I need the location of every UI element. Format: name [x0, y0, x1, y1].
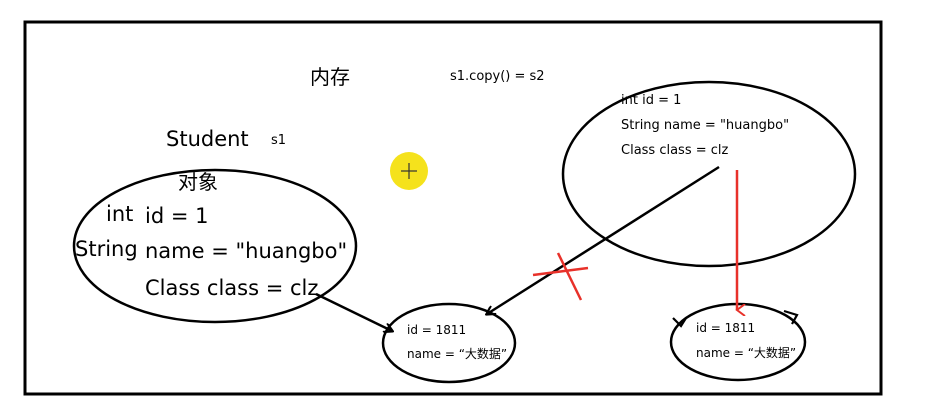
s1-field1-type: int: [106, 202, 134, 226]
s1-kind-label: 对象: [178, 170, 218, 194]
memory-title: 内存: [310, 65, 350, 89]
s2-clz-reference-arrow: [487, 165, 720, 314]
s1-field2: name = "huangbo": [145, 239, 348, 263]
s1-class-name: Student: [166, 127, 249, 151]
clz-original-id: id = 1811: [407, 323, 467, 337]
clz-copy-ellipse: [669, 302, 807, 382]
s2-field1: int id = 1: [621, 93, 682, 108]
copy-hook-right: [783, 309, 799, 325]
clz-original-ellipse: [381, 302, 517, 384]
clz-copy-id: id = 1811: [696, 321, 756, 335]
s2-field2: String name = "huangbo": [621, 118, 790, 133]
clz-original-name: name = “大数据”: [407, 347, 508, 361]
canvas-frame: [23, 20, 883, 396]
copy-expression: s1.copy() = s2: [450, 69, 545, 84]
cross-out-mark: [532, 252, 589, 301]
s1-field2-type: String: [75, 237, 138, 261]
cursor-icon: [390, 152, 428, 190]
s1-field3: Class class = clz: [145, 276, 319, 300]
s2-field3: Class class = clz: [621, 143, 729, 158]
s2-object-ellipse: [561, 80, 857, 268]
s1-variable-name: s1: [271, 133, 287, 148]
s1-object-ellipse: [72, 168, 358, 324]
s1-field1: id = 1: [145, 204, 209, 228]
copy-hook-left: [672, 317, 687, 328]
clz-copy-name: name = “大数据”: [696, 346, 797, 360]
s1-clz-reference-arrow: [315, 292, 392, 331]
